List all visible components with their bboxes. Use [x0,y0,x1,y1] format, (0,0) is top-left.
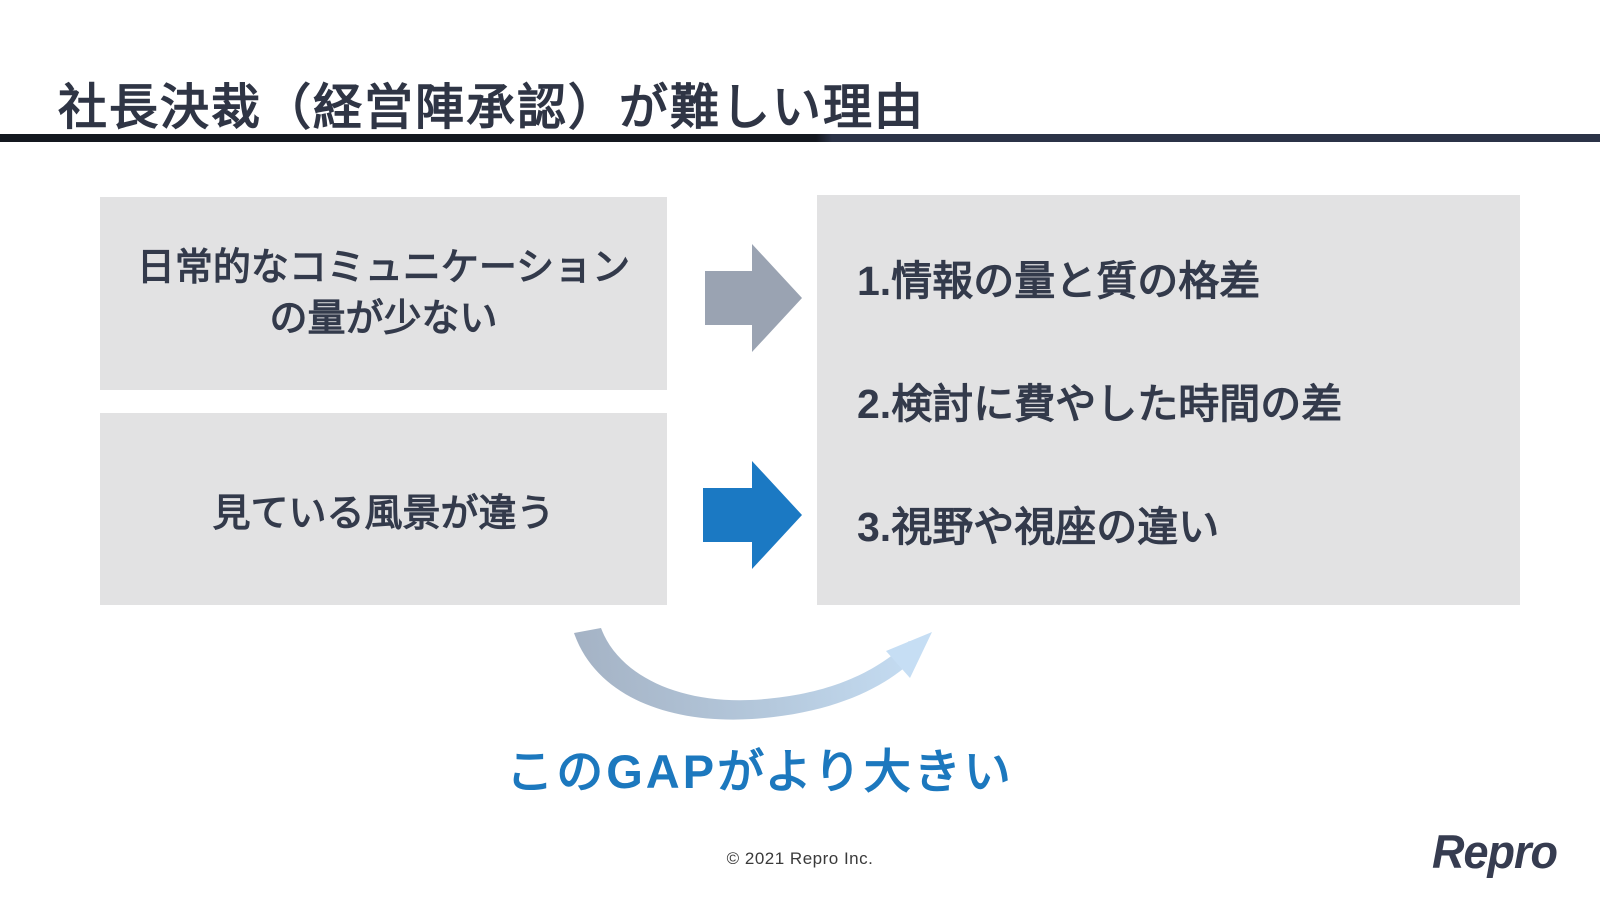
cause-box-perspective: 見ている風景が違う [100,413,667,605]
cause-box-communication: 日常的なコミュニケーション の量が少ない [100,197,667,390]
page-title: 社長決裁（経営陣承認）が難しい理由 [58,81,926,135]
reason-item-3: 3.視野や視座の違い [857,504,1220,550]
cause-box-communication-line-1: 日常的なコミュニケーション [136,247,631,290]
title-underline [0,134,1600,142]
cause-box-communication-line-2: の量が少ない [269,297,498,340]
right-arrow-blue-icon [703,461,802,569]
gap-caption: このGAPがより大きい [506,745,1014,798]
repro-logo: Repro [1432,824,1558,879]
reason-item-1: 1.情報の量と質の格差 [857,258,1261,304]
copyright-text: © 2021 Repro Inc. [726,849,874,868]
reason-item-2: 2.検討に費やした時間の差 [857,381,1343,427]
gap-swoosh-arrow-icon [574,628,922,720]
cause-box-perspective-line-1: 見ている風景が違う [212,492,555,535]
reason-list-box: 1.情報の量と質の格差 2.検討に費やした時間の差 3.視野や視座の違い [817,195,1520,605]
gap-swoosh-arrowhead-icon [886,632,932,678]
right-arrow-gray-icon [705,244,802,352]
